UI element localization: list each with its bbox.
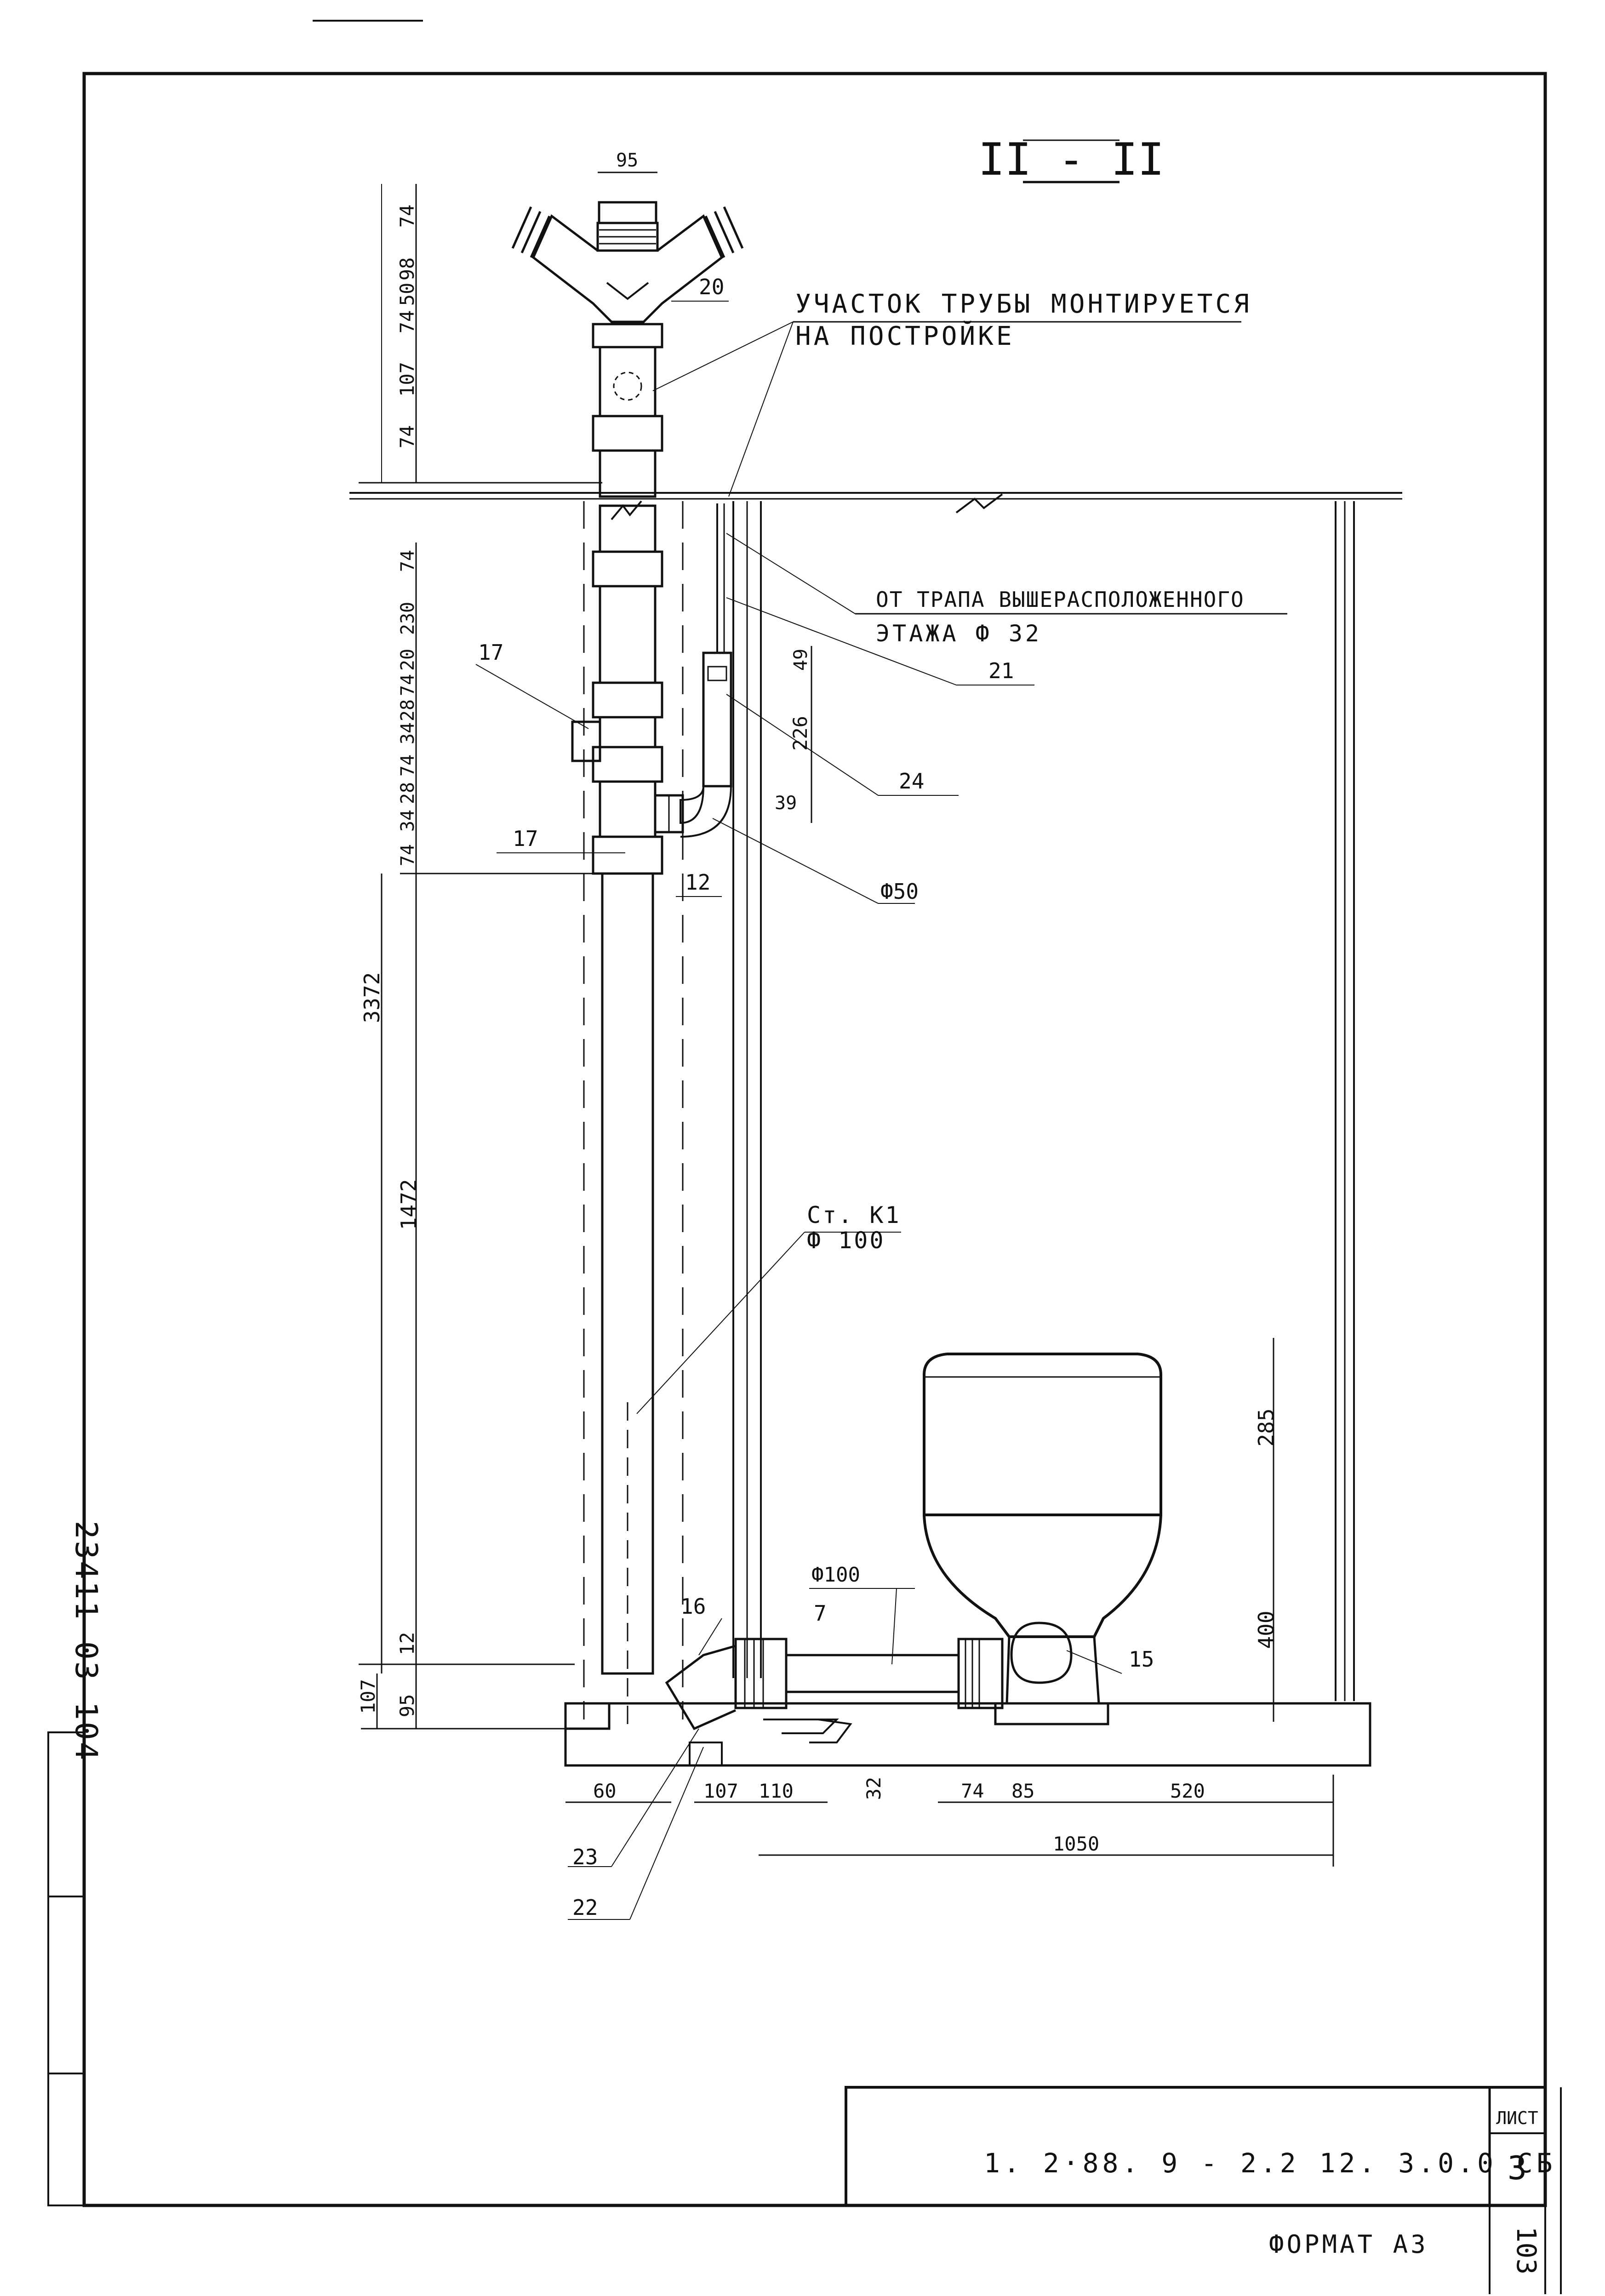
dim-bottom-1050: 1050 [1053,1833,1099,1855]
callout-24: 24 [899,769,924,794]
dim-tank-285: 285 [1254,1408,1279,1446]
dim-top-107: 107 [396,362,418,397]
trap-branch [680,503,732,838]
label-diam-50: Ф50 [880,879,919,904]
dim-top-width-95: 95 [616,150,638,171]
dim-upper-34: 34 [397,722,418,744]
dimension-lines-bottom [565,1338,1334,1867]
callout-15: 15 [1129,1647,1154,1672]
dim-bottom-32: 32 [862,1777,885,1800]
note-riser-line1: Ст. К1 [807,1202,901,1228]
dim-upper-74: 74 [397,550,418,572]
label-diam-100: Ф100 [811,1563,860,1587]
dim-bottom-74: 74 [961,1780,984,1802]
dim-bottom-520: 520 [1170,1780,1205,1802]
callout-12: 12 [685,870,710,895]
callout-16: 16 [680,1594,706,1619]
callout-7: 7 [814,1601,827,1626]
dim-upper-74b: 74 [397,674,418,696]
callout-21: 21 [988,658,1014,683]
dim-top-74: 74 [396,205,418,228]
note-riser-line2: Ф 100 [807,1227,885,1254]
riser-wall [583,501,762,1719]
sheet-number: 3 [1508,2149,1527,2187]
dim-upper-74d: 74 [397,844,418,866]
callout-22: 22 [572,1895,598,1920]
callout-17-lower: 17 [513,826,538,851]
dim-upper-28: 28 [397,699,418,721]
dim-trap-49: 49 [790,649,811,671]
dim-top-74b: 74 [396,310,418,334]
riser-pipe [511,201,744,1729]
dim-lower-1472: 1472 [396,1179,421,1230]
leader-lines [475,301,1287,1920]
dim-bottom-85: 85 [1011,1780,1035,1802]
dim-floor-95: 95 [396,1694,418,1718]
doc-code: 1. 2·88. 9 - 2.2 12. 3.0.0 СБ [984,2148,1556,2179]
dim-bottom-110: 110 [759,1780,794,1802]
dim-upper-74c: 74 [397,754,418,777]
callout-17-upper: 17 [478,640,503,665]
note-assembled-on-site-line2: НА ПОСТРОЙКЕ [795,321,1015,351]
dim-bottom-107: 107 [703,1780,738,1802]
callout-23: 23 [572,1845,598,1869]
floor-break-line [349,492,1402,520]
note-from-trap-line2: ЭТАЖА Ф 32 [876,620,1042,647]
inventory-number: 23411-03 104 [69,1521,104,1762]
dim-floor-12: 12 [396,1632,418,1656]
dim-trap-226: 226 [789,716,811,751]
dim-upper-28b: 28 [397,782,418,804]
section-title: II - II [978,134,1165,185]
dim-trap-39: 39 [775,793,797,814]
dim-top-74c: 74 [396,425,418,449]
floor-slab [359,1663,1371,1767]
dim-upper-34b: 34 [397,810,418,832]
dim-top-98: 98 [396,257,418,281]
dims-bottom: 60 107 110 32 74 85 520 1050 [593,1777,1205,1855]
note-from-trap-line1: ОТ ТРАПА ВЫШЕРАСПОЛОЖЕННОГО [876,587,1245,612]
dim-top-50: 50 [396,283,418,306]
format-label: ФОРМАТ А3 [1269,2230,1428,2259]
sheet-label: ЛИСТ [1496,2108,1538,2128]
note-assembled-on-site-line1: УЧАСТОК ТРУБЫ МОНТИРУЕТСЯ [795,289,1252,319]
dims-top-stack: 74 98 74 50 107 74 [396,205,418,449]
dims-upper-pipe-stack: 74 230 20 74 28 34 74 28 34 74 [397,550,418,866]
dim-upper-20: 20 [397,649,418,671]
dim-floor-107: 107 [357,1679,379,1714]
toilet [665,1353,1162,1766]
dim-upper-230: 230 [397,602,418,635]
title-block [845,2086,1547,2294]
dimension-lines-left [359,184,602,1730]
dim-bottom-60: 60 [593,1780,617,1802]
page-number: 103 [1511,2227,1542,2275]
right-wall [1335,501,1355,1701]
dim-total-3372: 3372 [360,972,384,1023]
sheet-frame [47,20,1562,2294]
dim-bowl-400: 400 [1254,1611,1279,1649]
callout-20: 20 [699,274,724,299]
